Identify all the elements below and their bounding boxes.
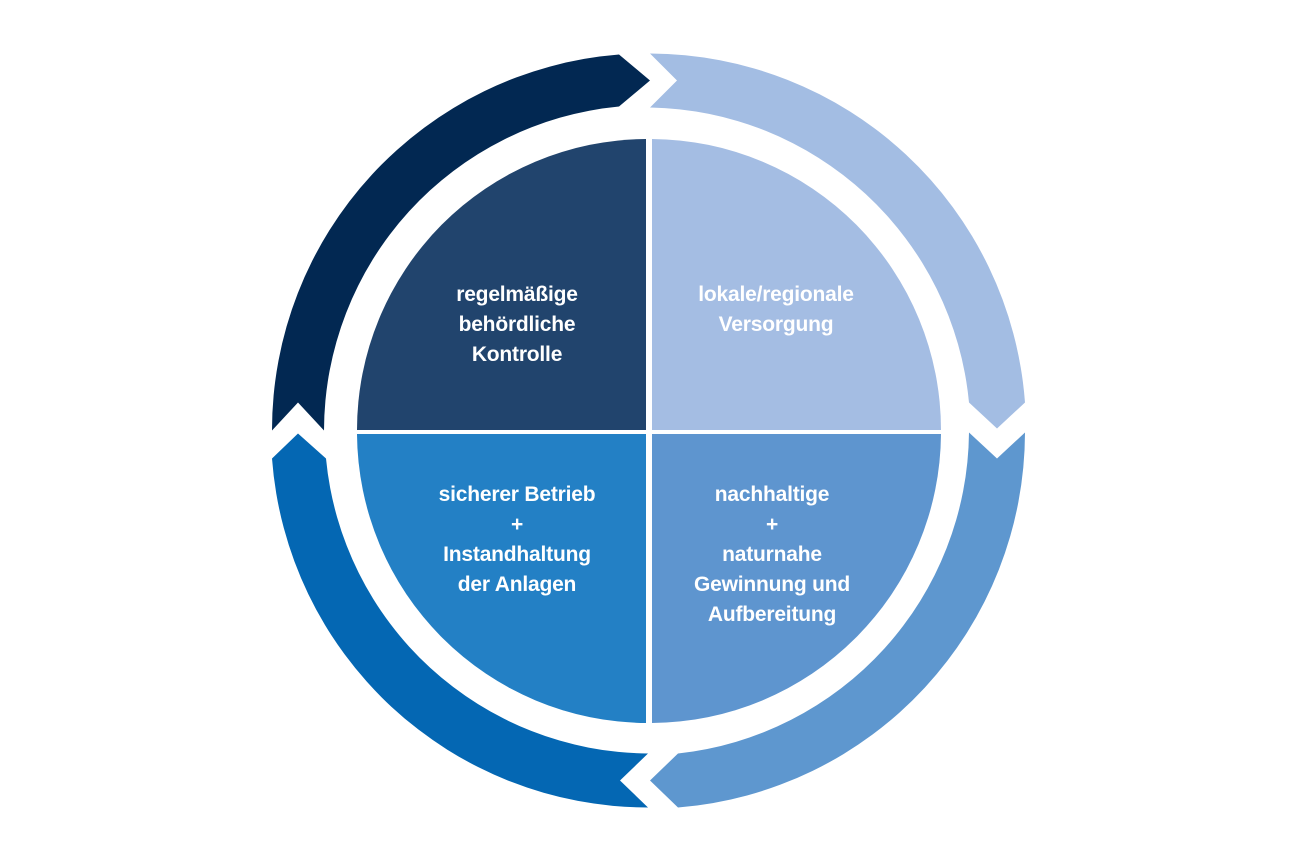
label-line: Instandhaltung <box>443 543 591 566</box>
quadrant-bottom-right <box>652 434 941 723</box>
label-line: Kontrolle <box>471 343 563 366</box>
quadrant-bottom-left <box>357 434 646 723</box>
arrow-segment-top-right <box>650 53 1025 429</box>
label-line: Aufbereitung <box>707 603 837 626</box>
arrow-segment-top-left <box>271 54 650 431</box>
quadrant-top-right <box>652 139 941 430</box>
quadrant-label-top-right: lokale/regionale Versorgung <box>666 280 886 340</box>
quadrant-label-top-left: regelmäßige behördliche Kontrolle <box>417 280 617 370</box>
quadrant-label-bottom-left: sicherer Betrieb + Instandhaltung der An… <box>407 480 627 600</box>
label-line: behördliche <box>458 313 576 336</box>
label-line: lokale/regionale <box>698 283 854 306</box>
quadrant-label-bottom-right: nachhaltige + naturnahe Gewinnung und Au… <box>662 480 882 630</box>
arrow-segment-bottom-left <box>272 433 648 808</box>
label-line: naturnahe <box>722 543 822 566</box>
label-line: Gewinnung und <box>693 573 851 596</box>
label-line: regelmäßige <box>456 283 578 306</box>
label-line: sicherer Betrieb <box>438 483 596 506</box>
label-line: + <box>510 513 524 536</box>
quadrant-top-left <box>357 139 646 430</box>
label-line: nachhaltige <box>714 483 830 506</box>
label-line: + <box>765 513 779 536</box>
label-line: Versorgung <box>718 313 834 336</box>
label-line: der Anlagen <box>457 573 577 596</box>
arrow-segment-bottom-right <box>650 432 1025 808</box>
